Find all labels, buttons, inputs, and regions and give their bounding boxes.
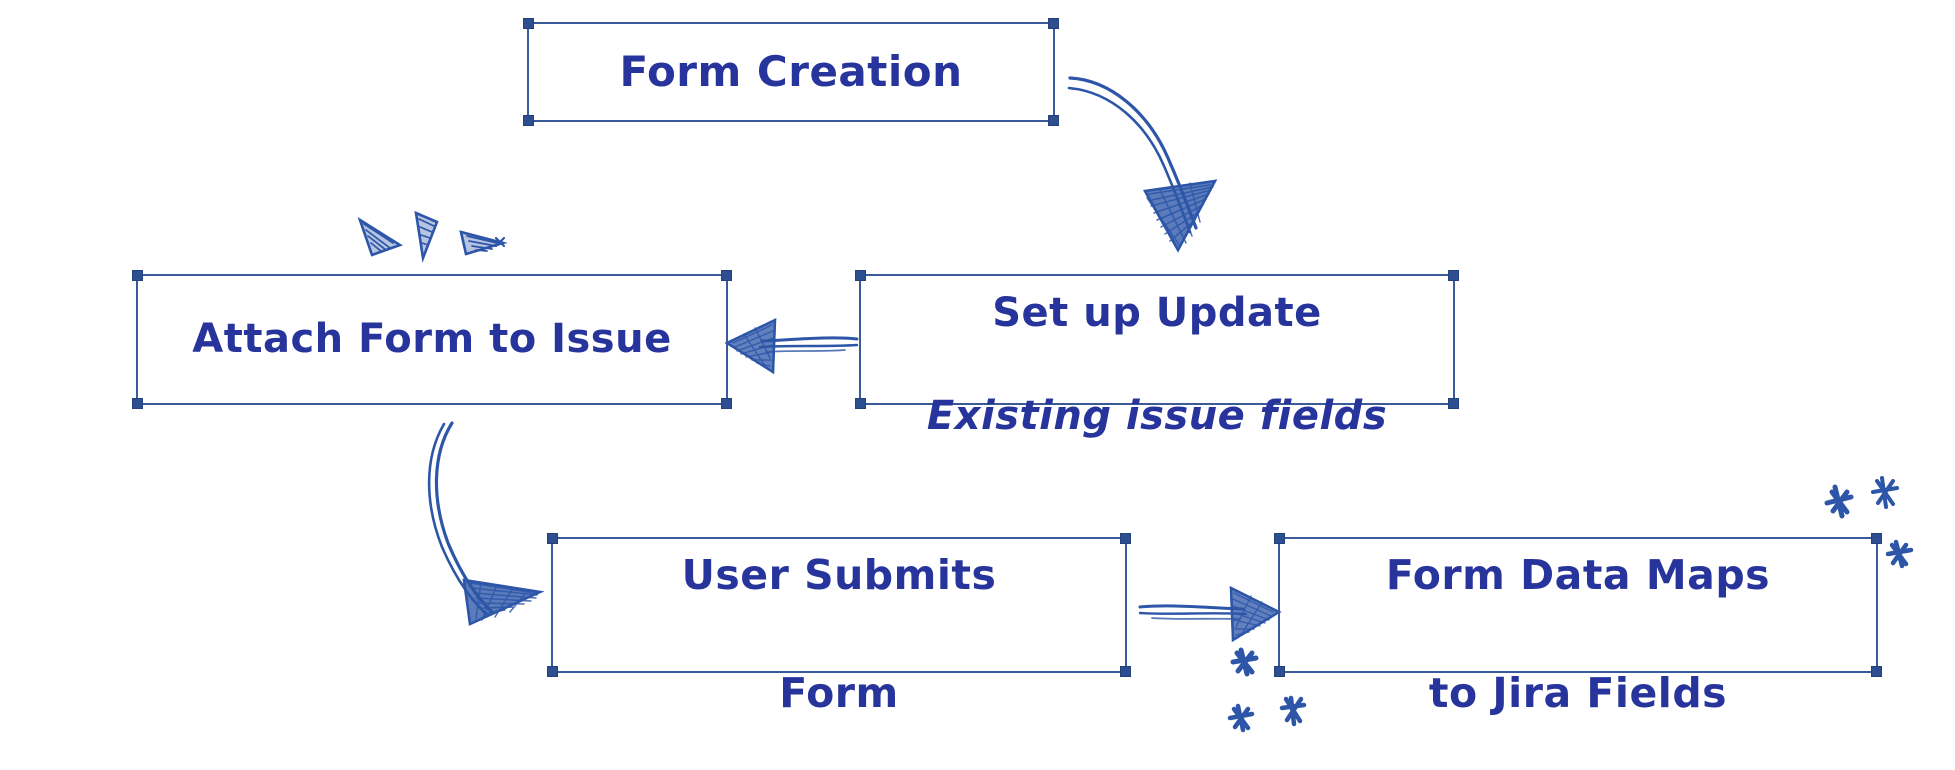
selection-handle-top-left[interactable] bbox=[855, 270, 866, 281]
selection-handle-top-right[interactable] bbox=[1048, 18, 1059, 29]
edge-setup-update-to-attach-form[interactable] bbox=[724, 317, 859, 375]
node-label-line-2: Form bbox=[779, 669, 899, 718]
node-label-line-2: Existing issue fields bbox=[926, 392, 1388, 439]
node-label-line-1: User Submits bbox=[681, 550, 997, 599]
decoration-sparkles-bottom-left bbox=[1227, 647, 1307, 733]
selection-handle-bottom-left[interactable] bbox=[132, 398, 143, 409]
selection-handle-top-left[interactable] bbox=[1274, 533, 1285, 544]
edge-user-submits-to-form-data-maps[interactable] bbox=[1138, 585, 1282, 643]
selection-handle-top-right[interactable] bbox=[1448, 270, 1459, 281]
node-label-form-data-maps: Form Data Maps to Jira Fields bbox=[1386, 486, 1770, 724]
selection-handle-top-left[interactable] bbox=[132, 270, 143, 281]
node-user-submits-form[interactable]: User Submits Form bbox=[547, 533, 1131, 717]
node-attach-form-to-issue[interactable]: Attach Form to Issue bbox=[132, 270, 732, 409]
selection-handle-bottom-right[interactable] bbox=[721, 398, 732, 409]
selection-handle-top-left[interactable] bbox=[523, 18, 534, 29]
node-label-user-submits-form: User Submits Form bbox=[682, 486, 997, 724]
selection-handle-bottom-right[interactable] bbox=[1448, 398, 1459, 409]
selection-handle-bottom-left[interactable] bbox=[1274, 666, 1285, 677]
selection-handle-top-right[interactable] bbox=[1871, 533, 1882, 544]
selection-handle-top-right[interactable] bbox=[721, 270, 732, 281]
selection-handle-bottom-left[interactable] bbox=[547, 666, 558, 677]
node-form-data-maps-to-jira-fields[interactable]: Form Data Maps to Jira Fields bbox=[1274, 533, 1882, 717]
node-label-setup-update: Set up Update Existing issue fields bbox=[927, 237, 1387, 442]
selection-handle-bottom-left[interactable] bbox=[855, 398, 866, 409]
decoration-scribble-triangles bbox=[357, 210, 508, 263]
node-label-attach-form-to-issue: Attach Form to Issue bbox=[192, 315, 672, 362]
node-label-line-1: Set up Update bbox=[992, 290, 1322, 337]
selection-handle-bottom-left[interactable] bbox=[523, 115, 534, 126]
selection-handle-bottom-right[interactable] bbox=[1871, 666, 1882, 677]
node-label-form-creation: Form Creation bbox=[619, 47, 963, 97]
selection-handle-bottom-right[interactable] bbox=[1048, 115, 1059, 126]
edge-form-creation-to-setup-update[interactable] bbox=[1067, 76, 1218, 253]
selection-handle-top-left[interactable] bbox=[547, 533, 558, 544]
edge-attach-form-to-user-submits[interactable] bbox=[427, 421, 545, 626]
decoration-sparkles-top-right bbox=[1824, 476, 1914, 569]
selection-handle-top-right[interactable] bbox=[1120, 533, 1131, 544]
node-setup-update-existing-issue-fields[interactable]: Set up Update Existing issue fields bbox=[855, 270, 1459, 439]
node-label-line-1: Form Data Maps bbox=[1385, 550, 1771, 599]
node-form-creation[interactable]: Form Creation bbox=[523, 18, 1059, 126]
node-label-line-2: to Jira Fields bbox=[1428, 669, 1728, 718]
selection-handle-bottom-right[interactable] bbox=[1120, 666, 1131, 677]
